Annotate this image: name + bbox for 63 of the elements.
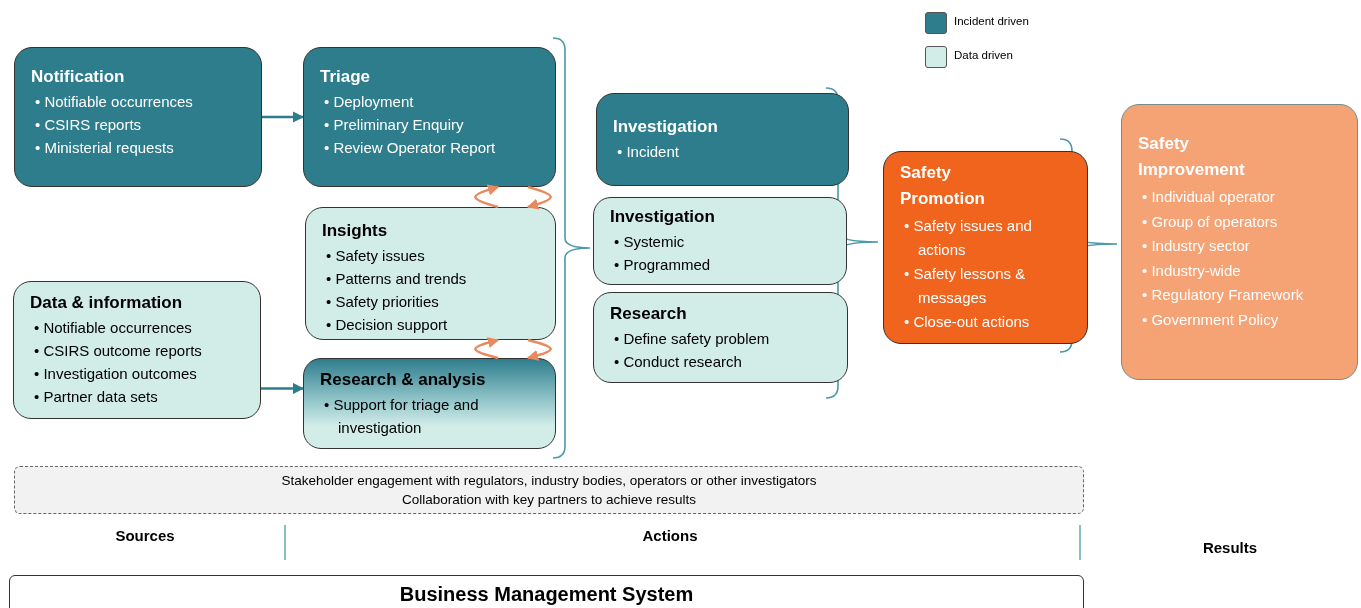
bullet-item: • Review Operator Report — [323, 138, 497, 158]
arrow — [262, 111, 305, 123]
bullet-item: • Notifiable occurrences — [33, 318, 193, 338]
box-heading: Research & analysis — [320, 369, 487, 391]
cycle-arrow — [474, 337, 500, 360]
bullet-item: • Conduct research — [613, 352, 743, 372]
bullet-item: • Ministerial requests — [34, 138, 175, 158]
bullet-item: • Investigation outcomes — [33, 364, 198, 384]
process-box — [305, 207, 556, 340]
bullet-item: • Notifiable occurrences — [34, 92, 194, 112]
process-box — [14, 47, 262, 187]
box-heading: Data & information — [30, 292, 184, 314]
bullet-item: • Group of operators — [1141, 211, 1279, 232]
system-title: Business Management System — [398, 582, 695, 607]
system-box — [9, 575, 1084, 608]
bullet-item: • Decision support — [325, 315, 449, 335]
bullet-item: • Systemic — [613, 232, 686, 252]
box-heading: Investigation — [610, 206, 716, 228]
process-box — [303, 47, 556, 187]
note-text: Stakeholder engagement with regulators, industry bodies, operators or other investigators — [280, 472, 818, 490]
note-band — [14, 466, 1084, 514]
bullet-item: • Close-out actions — [903, 312, 1031, 332]
cycle-arrow — [526, 185, 552, 210]
process-box — [1121, 104, 1358, 380]
arrow — [261, 382, 305, 395]
box-heading: Notification — [31, 66, 126, 88]
note-text: Collaboration with key partners to achieve results — [400, 491, 698, 509]
box-heading: Research — [610, 303, 688, 325]
process-box — [883, 151, 1088, 344]
bullet-item: • Government Policy — [1141, 309, 1280, 330]
bullet-item: • Safety issues — [325, 246, 426, 266]
column-label: Actions — [642, 527, 698, 544]
box-heading: Safety Improvement — [1138, 133, 1246, 181]
box-heading: Investigation — [613, 116, 719, 138]
process-box — [593, 292, 848, 383]
process-box — [303, 358, 556, 449]
bullet-item: • Support for triage and investigation — [323, 395, 480, 438]
process-box — [596, 93, 849, 186]
legend-text: Data driven — [954, 49, 1013, 61]
process-box — [593, 197, 847, 285]
bullet-item: • Patterns and trends — [325, 269, 468, 289]
bullet-item: • Safety issues and actions — [903, 216, 1033, 260]
column-label: Sources — [115, 527, 175, 544]
bullet-item: • Safety priorities — [325, 292, 440, 312]
legend-text: Incident driven — [954, 15, 1029, 27]
column-label: Results — [1202, 539, 1258, 556]
bullet-item: • CSIRS outcome reports — [33, 341, 203, 361]
box-heading: Insights — [322, 220, 389, 242]
box-heading: Safety Promotion — [900, 162, 986, 210]
bullet-item: • Deployment — [323, 92, 415, 112]
bullet-item: • Regulatory Framework — [1141, 285, 1305, 305]
bullet-item: • Define safety problem — [613, 329, 771, 349]
bullet-item: • Safety lessons & messages — [903, 264, 1027, 308]
box-heading: Triage — [320, 66, 372, 88]
bullet-item: • CSIRS reports — [34, 115, 143, 135]
bullet-item: • Partner data sets — [33, 387, 159, 407]
bullet-item: • Industry-wide — [1141, 260, 1242, 281]
process-box — [13, 281, 261, 419]
bullet-item: • Individual operator — [1141, 187, 1276, 207]
bullet-item: • Industry sector — [1141, 236, 1251, 256]
bullet-item: • Preliminary Enquiry — [323, 115, 465, 135]
bullet-item: • Incident — [616, 142, 680, 162]
bullet-item: • Programmed — [613, 255, 712, 275]
